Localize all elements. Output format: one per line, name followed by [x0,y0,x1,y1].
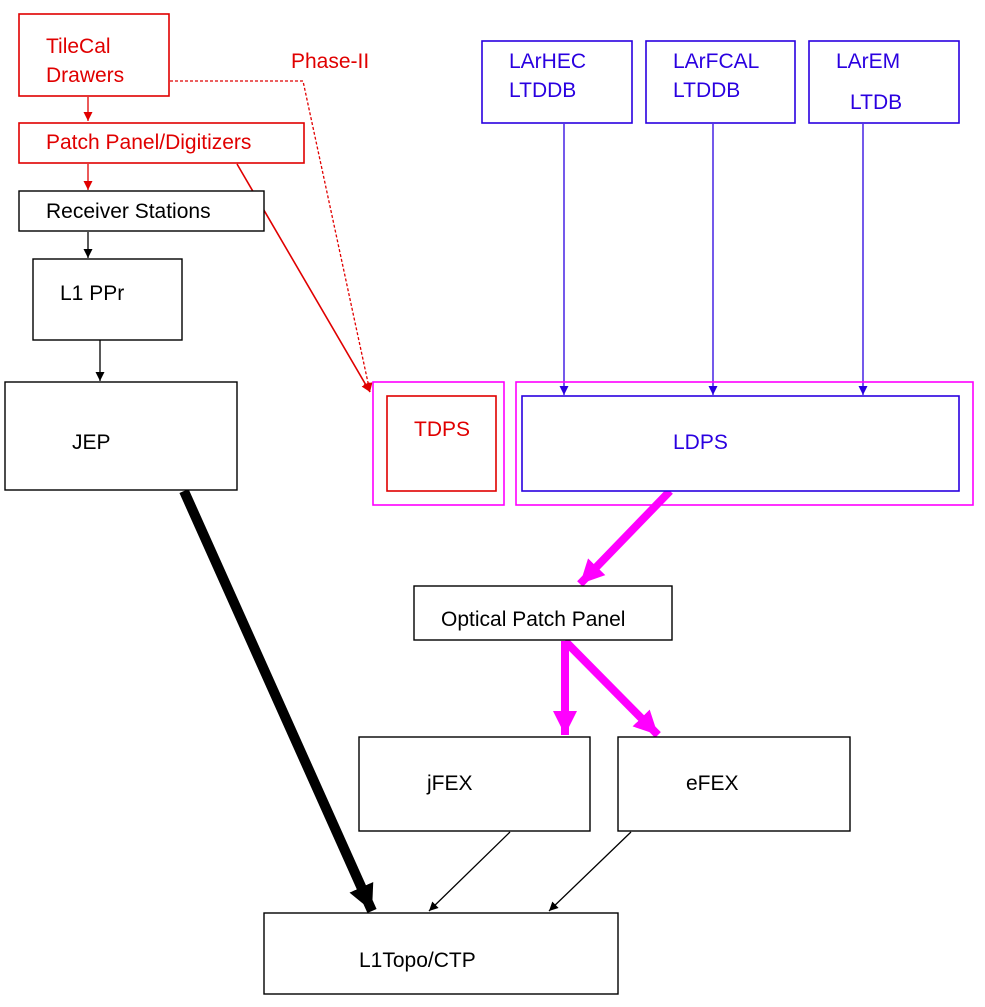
node-larhec-ltddb: LArHEC LTDDB [481,40,633,124]
tdps-label: TDPS [414,418,470,441]
patch-panel-digitizers-label: Patch Panel/Digitizers [46,131,251,154]
phase2-annotation: Phase-II [291,50,369,73]
ldps-label: LDPS [673,431,728,454]
l1-ppr-label: L1 PPr [60,282,124,305]
node-efex: eFEX [617,736,851,832]
node-larfcal-ltddb: LArFCAL LTDDB [645,40,796,124]
larem-line2: LTDB [850,91,902,114]
l1topo-ctp-label: L1Topo/CTP [359,949,476,972]
edge-jfex-to-l1topo [428,831,511,912]
optical-patch-panel-label: Optical Patch Panel [441,608,625,631]
node-l1-ppr: L1 PPr [32,258,183,341]
node-receiver-stations: Receiver Stations [18,190,265,232]
edge-efex-to-l1topo [548,831,632,912]
node-tilecal-drawers: TileCal Drawers [18,13,170,97]
jfex-label: jFEX [426,772,473,795]
tilecal-drawers-line1: TileCal [46,35,111,58]
receiver-stations-label: Receiver Stations [46,200,211,223]
edge-tilecal-to-tdps-dashed [170,80,373,393]
edge-jep-to-l1topo [179,488,377,914]
larem-line1: LArEM [836,50,900,73]
edge-ldps-to-optical [577,488,673,587]
node-l1topo-ctp: L1Topo/CTP [263,912,619,995]
node-patch-panel-digitizers: Patch Panel/Digitizers [18,122,305,164]
edge-optical-to-efex [562,638,661,738]
node-tdps: TDPS [372,381,505,506]
node-larem-ltdb: LArEM LTDB [808,40,960,124]
node-jep: JEP [4,381,238,491]
larfcal-line2: LTDDB [673,79,740,102]
larhec-line2: LTDDB [509,79,576,102]
edges [83,80,868,914]
tilecal-drawers-line2: Drawers [46,64,124,87]
larhec-line1: LArHEC [509,50,586,73]
larfcal-line1: LArFCAL [673,50,759,73]
node-ldps: LDPS [515,381,974,506]
efex-label: eFEX [686,772,739,795]
node-optical-patch-panel: Optical Patch Panel [413,585,673,641]
node-jfex: jFEX [358,736,591,832]
jep-label: JEP [72,431,111,454]
